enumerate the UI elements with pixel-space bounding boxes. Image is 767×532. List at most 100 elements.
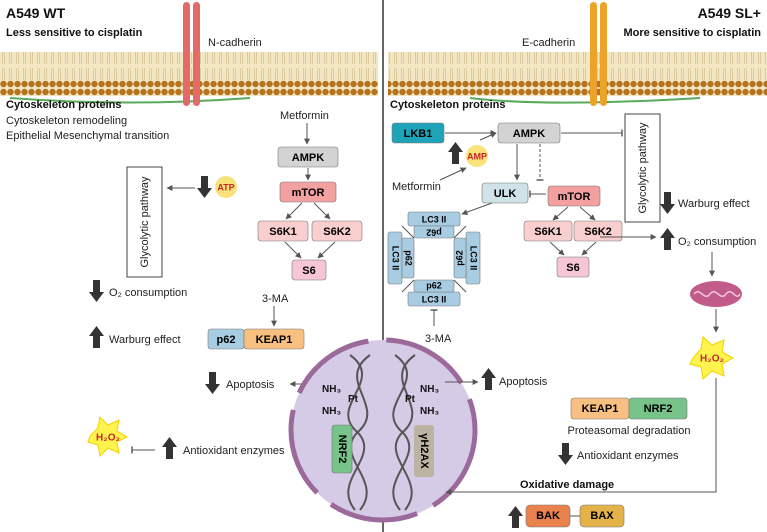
left-h2o2-burst-icon: [87, 415, 129, 458]
right-nrf2-box: [628, 397, 688, 420]
right-antioxidant-label: Antioxidant enzymes: [577, 450, 679, 462]
right-bak-label: BAK: [536, 510, 560, 522]
left-mtor-box: [279, 181, 337, 203]
right-proteasomal-label: Proteasomal degradation: [568, 425, 691, 437]
left-o2-down-arrow-icon: [89, 280, 104, 302]
left-antioxidant-label: Antioxidant enzymes: [183, 445, 285, 457]
nucleus-nh3-1: NH₃: [322, 384, 341, 395]
right-subtitle: More sensitive to cisplatin: [623, 27, 761, 39]
right-glycolytic-label: Glycolytic pathway: [637, 122, 649, 214]
right-cytoskeleton-fiber: [469, 97, 701, 104]
left-s6k2-box: [311, 220, 363, 242]
nucleus-nh3-3: NH₃: [420, 384, 439, 395]
right-antioxidant-down-arrow-icon: [558, 443, 573, 465]
right-apoptosis-up-arrow-icon: [481, 368, 496, 390]
right-ulk-label: ULK: [494, 188, 517, 200]
nucleus-pt-left: Pt: [348, 394, 359, 405]
lc3-bottom-label: LC3 II: [422, 294, 447, 304]
n-cadherin-icon: [183, 2, 200, 106]
p62-left-label: p62: [404, 250, 414, 266]
left-antioxidant-up-arrow-icon: [162, 437, 177, 459]
right-3ma-label: 3-MA: [425, 333, 452, 345]
left-cytoskeleton-title: Cytoskeleton proteins: [6, 99, 122, 111]
right-amp-circle: [466, 145, 488, 167]
nucleus-nh3-2: NH₃: [322, 406, 341, 417]
right-s6k1-label: S6K1: [534, 226, 562, 238]
left-o2-label: O₂ consumption: [109, 287, 187, 299]
left-s6k2-label: S6K2: [323, 226, 351, 238]
left-glycolytic-label: Glycolytic pathway: [139, 176, 151, 268]
nucleus-nrf2-box: [331, 424, 353, 474]
right-warburg-label: Warburg effect: [678, 198, 750, 210]
left-cytoskeleton-fiber: [9, 97, 251, 104]
left-glycolytic-box: [126, 166, 163, 278]
nucleus-nrf2-label: NRF2: [336, 435, 348, 464]
e-cadherin-icon: [590, 2, 607, 106]
left-3ma-label: 3-MA: [262, 293, 289, 305]
left-cytoskeleton-item-1: Cytoskeleton remodeling: [6, 115, 127, 127]
right-lkb1-box: [391, 122, 445, 144]
nucleus-pt-right: Pt: [405, 394, 416, 405]
dna-helix-right-icon: [392, 354, 416, 511]
right-s6k2-label: S6K2: [584, 226, 612, 238]
left-s6-label: S6: [302, 265, 315, 277]
right-keap1-label: KEAP1: [582, 403, 619, 415]
right-bax-label: BAX: [590, 510, 614, 522]
left-metformin-label: Metformin: [280, 110, 329, 122]
p62-right-label: p62: [454, 250, 464, 266]
p62-top-label: p62: [426, 228, 442, 238]
right-bak-up-arrow-icon: [508, 506, 523, 528]
left-p62-label: p62: [217, 334, 236, 346]
n-cadherin-label: N-cadherin: [208, 37, 262, 49]
lc3-autophagosome: [387, 211, 481, 307]
left-keap1-box: [243, 328, 305, 350]
right-nrf2-label: NRF2: [644, 403, 673, 415]
left-warburg-label: Warburg effect: [109, 334, 181, 346]
left-ampk-label: AMPK: [292, 152, 324, 164]
right-o2-label: O₂ consumption: [678, 236, 756, 248]
right-cytoskeleton-title: Cytoskeleton proteins: [390, 99, 506, 111]
left-mtor-label: mTOR: [292, 187, 325, 199]
left-apoptosis-label: Apoptosis: [226, 379, 275, 391]
left-ampk-box: [277, 146, 339, 168]
right-ampk-box: [497, 122, 561, 144]
right-apoptosis-label: Apoptosis: [499, 376, 548, 388]
p62-bottom-label: p62: [426, 280, 442, 290]
nucleus-nh3-4: NH₃: [420, 406, 439, 417]
right-mtor-box: [547, 185, 601, 207]
left-subtitle: Less sensitive to cisplatin: [6, 27, 143, 39]
mitochondrion-icon: [690, 281, 742, 307]
right-glycolytic-box: [624, 113, 661, 223]
left-keap1-label: KEAP1: [256, 334, 293, 346]
right-amp-label: AMP: [467, 151, 487, 161]
dna-helix-left-icon: [347, 354, 371, 511]
left-atp-down-arrow-icon: [197, 176, 212, 198]
e-cadherin-label: E-cadherin: [522, 37, 575, 49]
left-h2o2-label: H₂O₂: [96, 433, 120, 444]
right-s6-box: [556, 256, 590, 278]
nucleus-gh2ax-label: γH2AX: [418, 433, 430, 469]
right-amp-up-arrow-icon: [448, 142, 463, 164]
right-title: A549 SL+: [698, 5, 761, 21]
lc3-left-label: LC3 II: [391, 246, 401, 271]
right-ampk-label: AMPK: [513, 128, 545, 140]
right-membrane: [388, 52, 767, 96]
right-mtor-label: mTOR: [558, 191, 591, 203]
left-title: A549 WT: [6, 5, 66, 21]
left-s6k1-box: [257, 220, 309, 242]
left-warburg-up-arrow-icon: [89, 326, 104, 348]
right-warburg-down-arrow-icon: [660, 192, 675, 214]
lc3-top-label: LC3 II: [422, 214, 447, 224]
left-cytoskeleton-item-2: Epithelial Mesenchymal transition: [6, 130, 169, 142]
left-atp-circle: [215, 176, 237, 198]
left-s6k1-label: S6K1: [269, 226, 297, 238]
lc3-right-label: LC3 II: [469, 246, 479, 271]
right-o2-up-arrow-icon: [660, 228, 675, 250]
right-s6k2-box: [573, 220, 623, 242]
right-oxidative-label: Oxidative damage: [520, 479, 614, 491]
right-metformin-label: Metformin: [392, 181, 441, 193]
left-apoptosis-down-arrow-icon: [205, 372, 220, 394]
right-lkb1-label: LKB1: [404, 128, 433, 140]
right-s6-label: S6: [566, 262, 579, 274]
